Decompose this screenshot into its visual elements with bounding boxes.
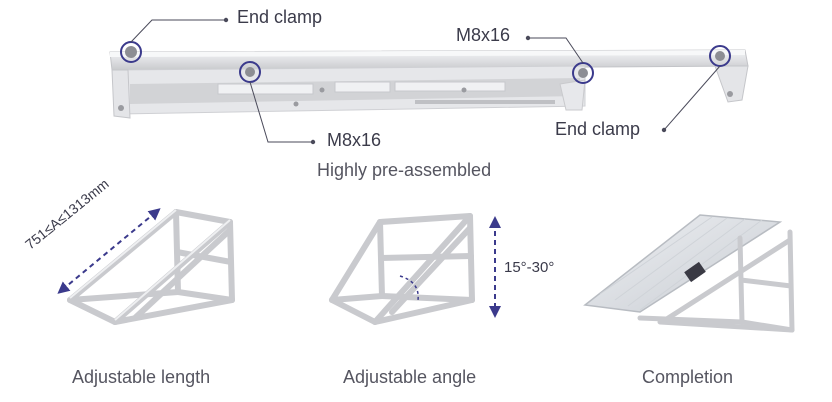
callout-leaders xyxy=(130,19,721,143)
length-dimension-arrow xyxy=(57,208,161,294)
completed-panel-assembly xyxy=(583,214,795,333)
angle-arc xyxy=(399,275,419,301)
caption-adjustable-length: Adjustable length xyxy=(72,367,211,387)
callout-dots xyxy=(223,17,667,145)
frame-adjustable-angle xyxy=(329,213,475,325)
end-clamp-left-label: End clamp xyxy=(237,7,323,27)
end-clamp-right-label: End clamp xyxy=(555,119,641,139)
top-caption: Highly pre-assembled xyxy=(317,160,492,180)
m8x16-top-label: M8x16 xyxy=(456,25,511,45)
caption-completion: Completion xyxy=(642,367,734,387)
pre-assembled-rail xyxy=(109,46,749,119)
frame-adjustable-length xyxy=(67,209,235,325)
caption-adjustable-angle: Adjustable angle xyxy=(343,367,477,387)
angle-range-label: 15°-30° xyxy=(504,259,555,276)
m8x16-bottom-label: M8x16 xyxy=(327,130,382,150)
